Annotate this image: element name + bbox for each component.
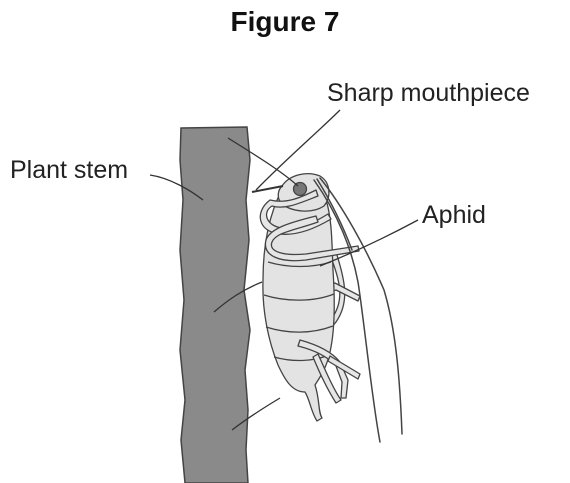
label-aphid: Aphid bbox=[422, 201, 486, 229]
aphid-body bbox=[263, 174, 334, 421]
label-sharp-mouthpiece: Sharp mouthpiece bbox=[327, 79, 530, 107]
plant-stem bbox=[180, 127, 250, 483]
label-plant-stem: Plant stem bbox=[10, 156, 128, 184]
